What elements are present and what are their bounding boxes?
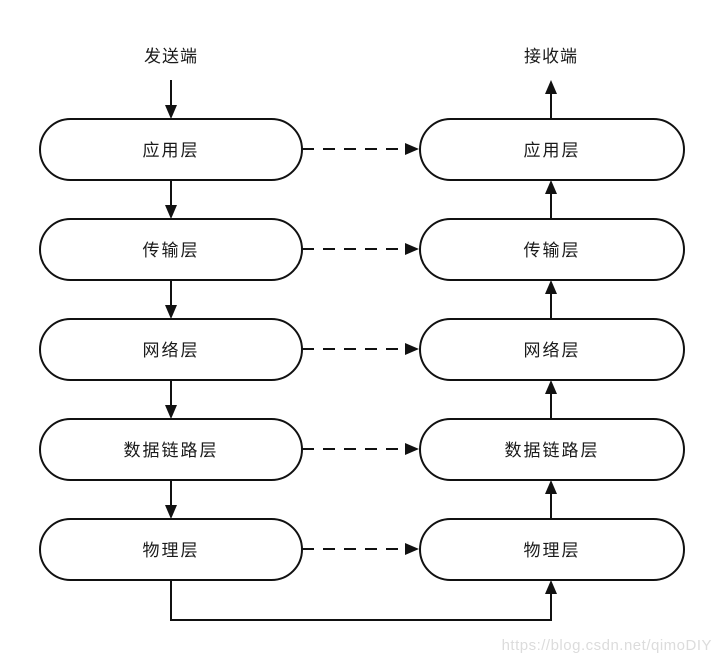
receiver-layer-label-network: 网络层 <box>524 341 581 360</box>
receiver-layer-transport: 传输层 <box>419 218 685 281</box>
receiver-layer-label-datalink: 数据链路层 <box>505 441 600 460</box>
receiver-layer-box-datalink <box>419 418 685 481</box>
sender-layer-transport: 传输层 <box>39 218 303 281</box>
receiver-column-label: 接收端 <box>524 47 578 66</box>
receiver-layer-label-physical: 物理层 <box>524 541 581 560</box>
sender-layer-box-application <box>39 118 303 181</box>
receiver-layer-network: 网络层 <box>419 318 685 381</box>
receiver-layer-box-transport <box>419 218 685 281</box>
receiver-layer-datalink: 数据链路层 <box>419 418 685 481</box>
sender-layer-box-transport <box>39 218 303 281</box>
sender-layer-box-physical <box>39 518 303 581</box>
sender-layer-label-application: 应用层 <box>143 141 200 160</box>
sender-layer-label-physical: 物理层 <box>143 541 200 560</box>
sender-layer-label-transport: 传输层 <box>143 241 200 260</box>
sender-layer-label-datalink: 数据链路层 <box>124 441 219 460</box>
sender-layer-network: 网络层 <box>39 318 303 381</box>
receiver-layer-box-network <box>419 318 685 381</box>
sender-layer-label-network: 网络层 <box>143 341 200 360</box>
receiver-layer-box-physical <box>419 518 685 581</box>
receiver-layer-label-transport: 传输层 <box>524 241 581 260</box>
sender-layer-application: 应用层 <box>39 118 303 181</box>
sender-layer-physical: 物理层 <box>39 518 303 581</box>
sender-layer-datalink: 数据链路层 <box>39 418 303 481</box>
receiver-layer-label-application: 应用层 <box>524 141 581 160</box>
receiver-layer-box-application <box>419 118 685 181</box>
sender-column-label: 发送端 <box>144 47 198 66</box>
watermark-text: https://blog.csdn.net/qimoDIY <box>502 637 712 654</box>
receiver-layer-physical: 物理层 <box>419 518 685 581</box>
sender-layer-box-datalink <box>39 418 303 481</box>
physical-medium-connector <box>170 580 557 621</box>
sender-layer-box-network <box>39 318 303 381</box>
receiver-layer-application: 应用层 <box>419 118 685 181</box>
